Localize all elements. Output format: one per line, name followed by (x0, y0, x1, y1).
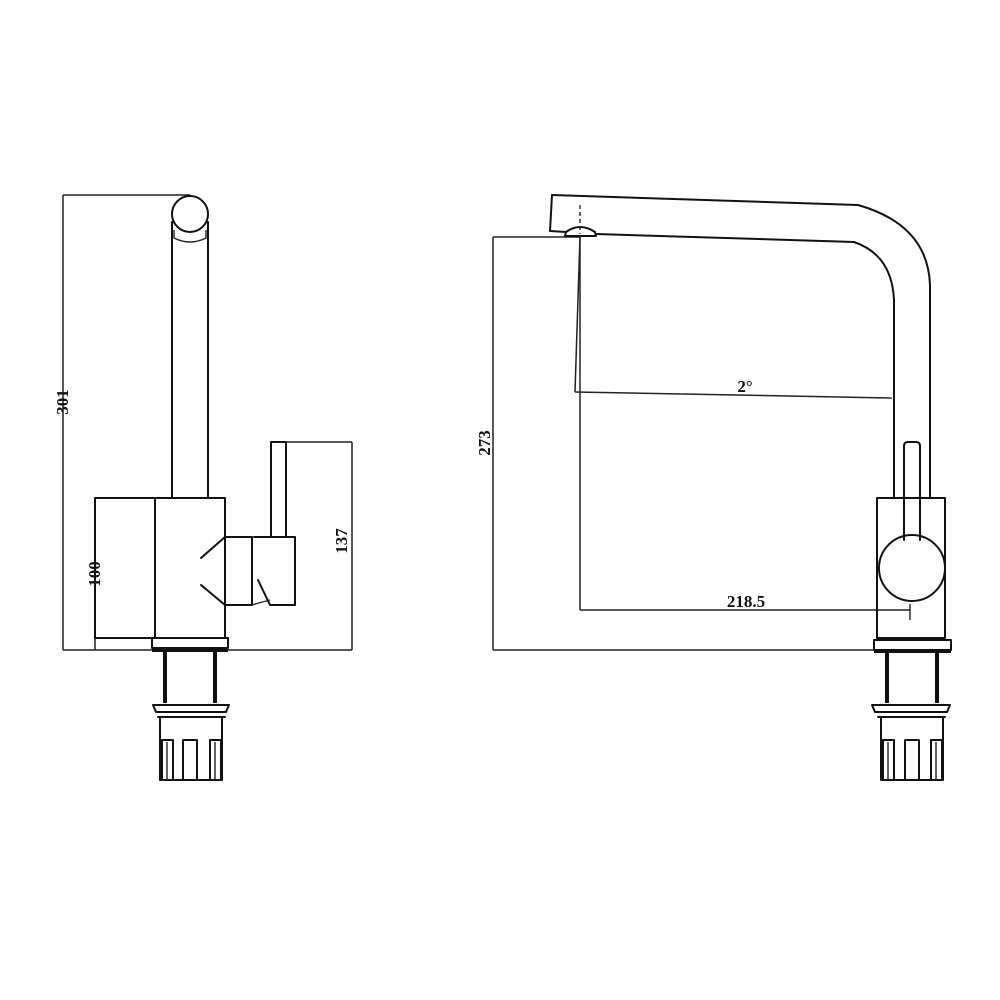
side-body (876, 497, 946, 639)
side-view: 273 2° 218.5 (475, 194, 952, 781)
front-mounting-shank (152, 652, 230, 781)
front-base-flange (151, 637, 229, 652)
side-handle (878, 441, 946, 602)
dimension-label-301: 301 (53, 389, 72, 415)
side-spout (549, 194, 931, 499)
dimension-label-137: 137 (332, 528, 351, 554)
front-body (94, 497, 226, 639)
dimension-label-2-degrees: 2° (737, 377, 752, 396)
side-base-flange (873, 639, 952, 653)
dimension-spout-height: 273 (475, 236, 580, 650)
front-handle (200, 441, 296, 606)
dimension-handle-height: 137 (285, 441, 353, 650)
dimension-label-218-5: 218.5 (727, 592, 765, 611)
dimension-label-273: 273 (475, 430, 494, 456)
dimension-overall-height: 301 (53, 194, 190, 650)
dimension-spout-angle: 2° (574, 235, 893, 610)
dimension-spout-reach: 218.5 (580, 592, 911, 620)
side-mounting-shank (871, 653, 951, 781)
front-spout (171, 195, 209, 499)
front-view: 301 100 137 (53, 194, 353, 781)
